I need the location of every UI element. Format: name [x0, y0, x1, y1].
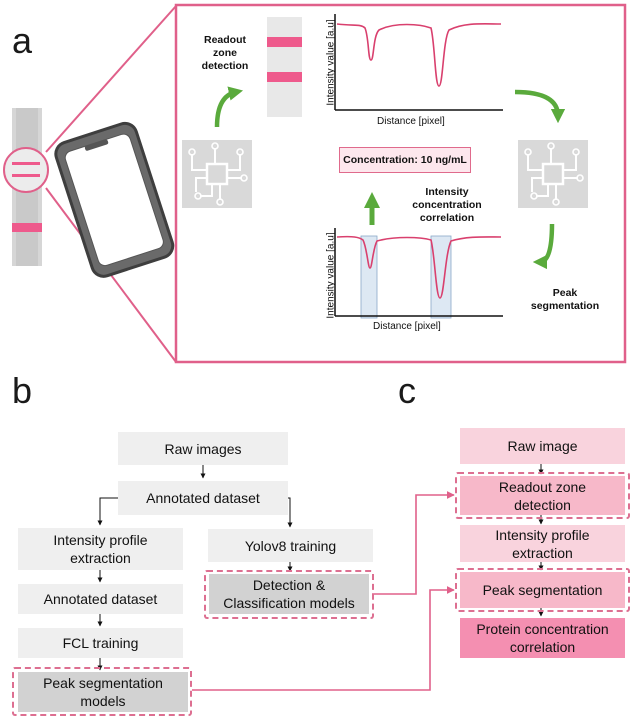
- fcl-training-box: FCL training: [18, 628, 183, 658]
- chip-icon-right: [518, 140, 588, 208]
- readout-zone-label: Readout zone detection: [201, 34, 249, 72]
- detection-models-highlight: [204, 570, 374, 619]
- magnifier-circle: [3, 147, 49, 193]
- detection-models-box: Detection & Classification models: [209, 574, 369, 614]
- peak-segmentation-label: Peak segmentation: [530, 287, 600, 312]
- annotated-dataset-box: Annotated dataset: [18, 584, 183, 614]
- readout-zone-detection-box: Readout zone detection: [460, 476, 625, 515]
- peak-segmentation-box-c: Peak segmentation: [460, 572, 625, 608]
- green-arrows: [214, 86, 566, 270]
- chip-icon-left: [182, 140, 252, 208]
- raw-image-box: Raw image: [460, 428, 625, 464]
- peak-segmentation-models-highlight: [12, 667, 192, 716]
- bottom-intensity-plot: [334, 228, 503, 319]
- concentration-box: Concentration: 10 ng/mL: [339, 147, 471, 173]
- peak-segmentation-highlight-c: [455, 568, 630, 612]
- test-line-zoom: [267, 72, 302, 82]
- panel-a-letter: a: [12, 20, 33, 61]
- panel-b-letter: b: [12, 370, 33, 411]
- intensity-profile-box-c: Intensity profile extraction: [460, 525, 625, 562]
- bottom-plot-xlabel: Distance [pixel]: [373, 321, 441, 332]
- test-line: [12, 223, 42, 232]
- top-intensity-plot: [334, 14, 503, 111]
- smartphone-icon: [54, 121, 175, 278]
- peak-segmentation-models-box: Peak segmentation models: [18, 672, 188, 712]
- raw-images-box: Raw images: [118, 432, 288, 465]
- panel-c-letter: c: [398, 370, 416, 411]
- yolov8-training-box: Yolov8 training: [208, 529, 373, 562]
- intensity-profile-extraction-box: Intensity profile extraction: [18, 528, 183, 570]
- annotated-dataset-top-box: Annotated dataset: [118, 481, 288, 515]
- intensity-correlation-label: Intensity concentration correlation: [412, 186, 482, 224]
- control-line: [267, 37, 302, 47]
- readout-strip: [267, 17, 302, 117]
- top-plot-xlabel: Distance [pixel]: [377, 116, 445, 127]
- readout-zone-detection-highlight: [455, 472, 630, 519]
- protein-concentration-box: Protein concentration correlation: [460, 618, 625, 658]
